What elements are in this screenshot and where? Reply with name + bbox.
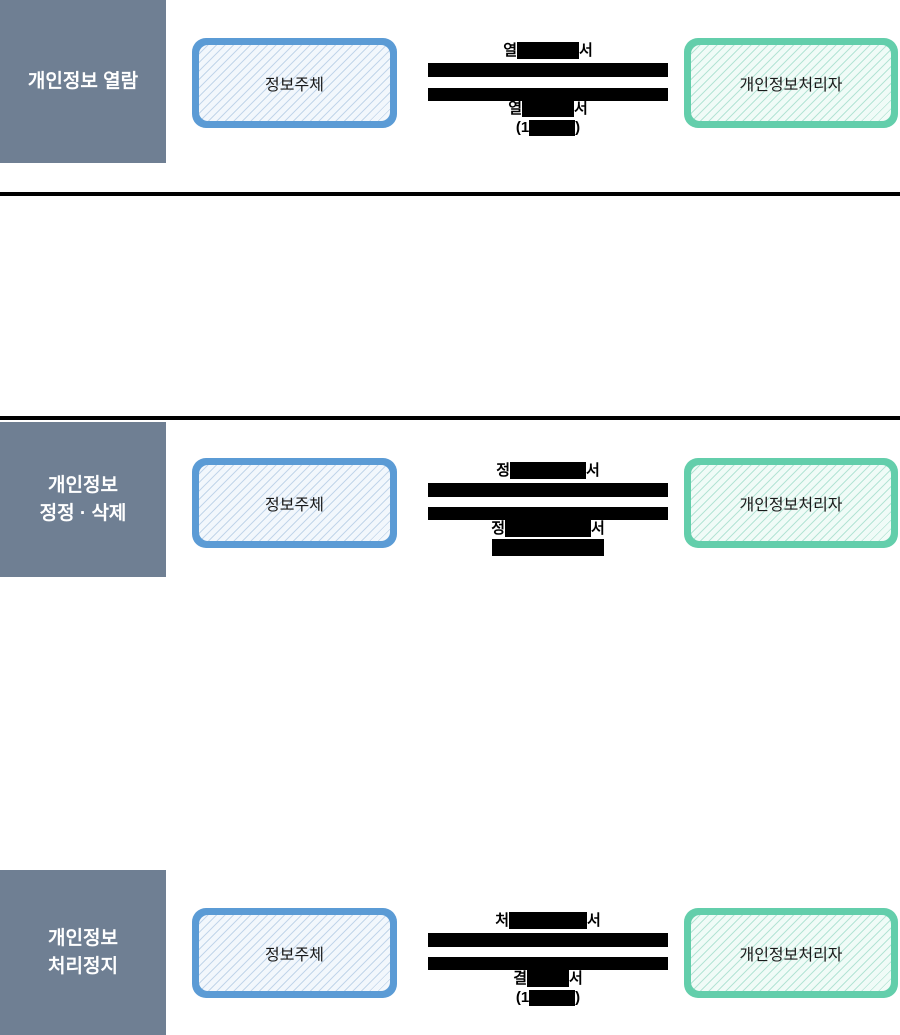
redaction-block: [505, 520, 591, 537]
redaction-block: [522, 100, 574, 117]
flow-arrow-request-correction: [428, 483, 668, 497]
caption-suffix: 서: [591, 520, 605, 537]
caption-prefix: 열: [503, 42, 517, 59]
caption-sub-prefix: (1: [515, 988, 530, 1006]
redaction-block: [492, 538, 604, 556]
actor-box-subject-suspension: 정보주체: [192, 908, 397, 998]
caption-sub-prefix: (1: [515, 118, 530, 136]
actor-box-controller-access: 개인정보처리자: [684, 38, 898, 128]
category-label-access: 개인정보 열람: [27, 70, 139, 92]
actor-label-controller: 개인정보처리자: [739, 947, 843, 964]
flow-caption-response-suspension: 결 서 (1): [428, 970, 668, 1006]
flow-arrow-response-suspension: [428, 957, 668, 970]
redaction-block: [509, 912, 587, 929]
section-divider-1: [0, 192, 900, 196]
caption-suffix: 서: [586, 462, 600, 479]
flow-arrow-request-access: [428, 63, 668, 77]
redaction-block: [529, 119, 576, 136]
caption-suffix: 서: [569, 970, 583, 987]
caption-prefix: 결: [513, 970, 527, 987]
actor-box-controller-correction: 개인정보처리자: [684, 458, 898, 548]
actor-label-subject: 정보주체: [265, 947, 324, 964]
actor-label-controller: 개인정보처리자: [739, 497, 843, 514]
flow-arrow-response-access: [428, 88, 668, 101]
actor-label-subject: 정보주체: [265, 77, 324, 94]
redaction-block: [527, 970, 569, 987]
actor-box-subject-access: 정보주체: [192, 38, 397, 128]
section-divider-2: [0, 416, 900, 420]
redaction-block: [517, 42, 579, 59]
redaction-block: [529, 989, 576, 1006]
actor-fill-hatch: [199, 465, 390, 541]
caption-prefix: 정: [496, 462, 510, 479]
caption-suffix: 서: [579, 42, 593, 59]
actor-fill-hatch: [691, 465, 891, 541]
actor-label-subject: 정보주체: [265, 497, 324, 514]
caption-sub-suffix: ): [575, 988, 581, 1006]
actor-box-controller-suspension: 개인정보처리자: [684, 908, 898, 998]
flow-caption-response-access: 열 서 (1): [428, 100, 668, 136]
actor-fill-hatch: [691, 45, 891, 121]
caption-sub-suffix: ): [575, 118, 581, 136]
actor-box-subject-correction: 정보주체: [192, 458, 397, 548]
actor-label-controller: 개인정보처리자: [739, 77, 843, 94]
flow-arrow-response-correction: [428, 507, 668, 520]
actor-fill-hatch: [199, 45, 390, 121]
redaction-block: [510, 462, 586, 479]
caption-prefix: 정: [491, 520, 505, 537]
category-panel-access: 개인정보 열람: [0, 0, 166, 163]
caption-suffix: 서: [574, 100, 588, 117]
caption-prefix: 열: [508, 100, 522, 117]
caption-prefix: 처: [495, 912, 509, 929]
flow-arrow-request-suspension: [428, 933, 668, 947]
caption-suffix: 서: [587, 912, 601, 929]
